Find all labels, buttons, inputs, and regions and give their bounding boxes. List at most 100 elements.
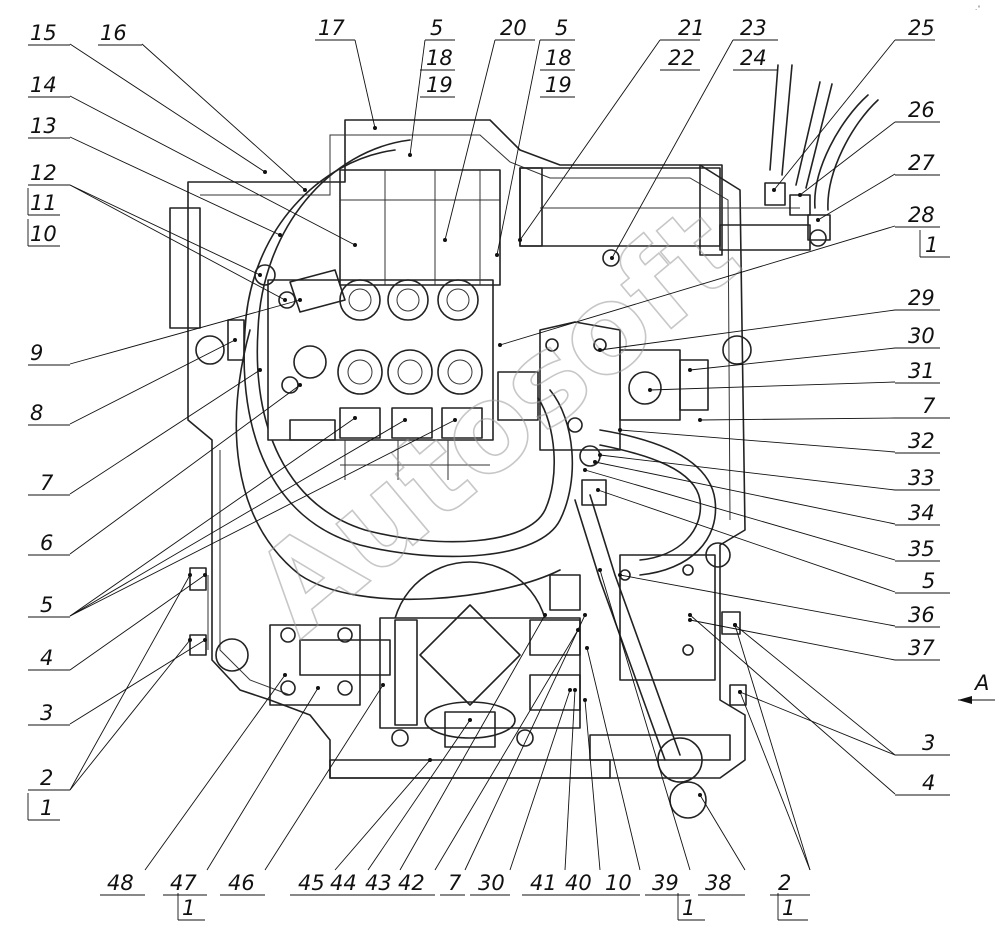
- callout-20: 20: [500, 16, 527, 40]
- leader-dot: [353, 416, 357, 420]
- callout-5: 5: [555, 16, 568, 40]
- leader-dot: [648, 388, 652, 392]
- leader-line: [69, 419, 456, 617]
- callout-40: 40: [565, 871, 592, 895]
- leader-line: [206, 687, 319, 871]
- leader-line: [69, 184, 261, 276]
- leader-line: [69, 417, 356, 617]
- callout-1: 1: [782, 896, 795, 920]
- leader-dot: [598, 568, 602, 572]
- leader-dot: [618, 428, 622, 432]
- leader-line: [499, 225, 896, 346]
- leader-dot: [543, 613, 547, 617]
- callout-9: 9: [30, 341, 43, 365]
- leader-dot: [498, 343, 502, 347]
- leader-line: [599, 309, 896, 351]
- callout-21: 21: [678, 16, 705, 40]
- leader-dot: [303, 188, 307, 192]
- leader-line: [649, 381, 896, 391]
- leader-line: [69, 639, 206, 725]
- callout-4: 4: [922, 771, 935, 795]
- callout-3: 3: [922, 731, 935, 755]
- leader-dot: [233, 338, 237, 342]
- leader-line: [599, 569, 691, 871]
- leader-line: [367, 719, 471, 871]
- leader-dot: [188, 573, 192, 577]
- leader-line: [734, 624, 896, 756]
- leader-dot: [698, 418, 702, 422]
- leader-line: [434, 629, 579, 871]
- callout-41: 41: [530, 871, 557, 895]
- callout-17: 17: [318, 16, 345, 40]
- callout-23: 23: [740, 16, 767, 40]
- callout-30: 30: [908, 324, 935, 348]
- leader-line: [464, 614, 586, 871]
- callout-26: 26: [908, 98, 935, 122]
- leader-dot: [298, 298, 302, 302]
- leader-dot: [381, 683, 385, 687]
- leader-dot: [698, 793, 702, 797]
- callout-39: 39: [652, 871, 679, 895]
- leader-line: [817, 173, 896, 221]
- leader-dot: [298, 383, 302, 387]
- leader-dot: [403, 418, 407, 422]
- callout-2: 2: [40, 766, 53, 790]
- leader-line: [689, 614, 896, 795]
- leader-dot: [203, 638, 207, 642]
- leader-line: [141, 43, 306, 191]
- callout-18: 18: [426, 46, 453, 70]
- callout-12: 12: [30, 161, 57, 185]
- leader-dot: [203, 573, 207, 577]
- callout-22: 22: [668, 46, 695, 70]
- callout-7: 7: [448, 871, 462, 895]
- callout-30: 30: [478, 871, 505, 895]
- leader-dot: [568, 688, 572, 692]
- corner-mark: ·˚: [975, 6, 981, 14]
- leader-dot: [443, 238, 447, 242]
- leader-line: [69, 299, 301, 365]
- leader-dot: [263, 170, 267, 174]
- leader-line: [619, 574, 896, 627]
- leader-dot: [258, 273, 262, 277]
- leader-line: [69, 95, 356, 246]
- leader-line: [739, 691, 811, 871]
- leader-line: [564, 689, 576, 871]
- leader-line: [699, 417, 896, 421]
- leader-line: [611, 39, 734, 259]
- leader-line: [354, 39, 376, 129]
- callout-19: 19: [426, 73, 453, 97]
- callout-1: 1: [40, 796, 53, 820]
- leader-line: [594, 461, 896, 525]
- callout-2: 2: [778, 871, 791, 895]
- leader-dot: [610, 256, 614, 260]
- leader-line: [264, 684, 384, 871]
- leader-line: [619, 429, 896, 453]
- leader-dot: [283, 298, 287, 302]
- leader-dot: [316, 686, 320, 690]
- leader-line: [699, 794, 746, 871]
- leader-dot: [598, 453, 602, 457]
- leader-line: [69, 574, 206, 671]
- leader-line: [584, 699, 601, 871]
- callout-7: 7: [922, 394, 936, 418]
- callout-1: 1: [182, 896, 195, 920]
- control-valve-block: [254, 169, 501, 480]
- leader-line: [509, 689, 571, 871]
- leader-dot: [598, 348, 602, 352]
- leader-line: [584, 469, 896, 561]
- side-valve: [497, 321, 709, 506]
- left-studs: [189, 319, 245, 656]
- leader-line: [69, 384, 301, 555]
- leader-dot: [258, 368, 262, 372]
- leader-line: [69, 184, 286, 301]
- leader-line: [69, 339, 236, 425]
- callout-43: 43: [365, 871, 392, 895]
- leader-line: [69, 43, 266, 173]
- leader-line: [444, 39, 496, 241]
- leader-line: [399, 614, 546, 871]
- callout-25: 25: [908, 16, 935, 40]
- callout-24: 24: [740, 46, 767, 70]
